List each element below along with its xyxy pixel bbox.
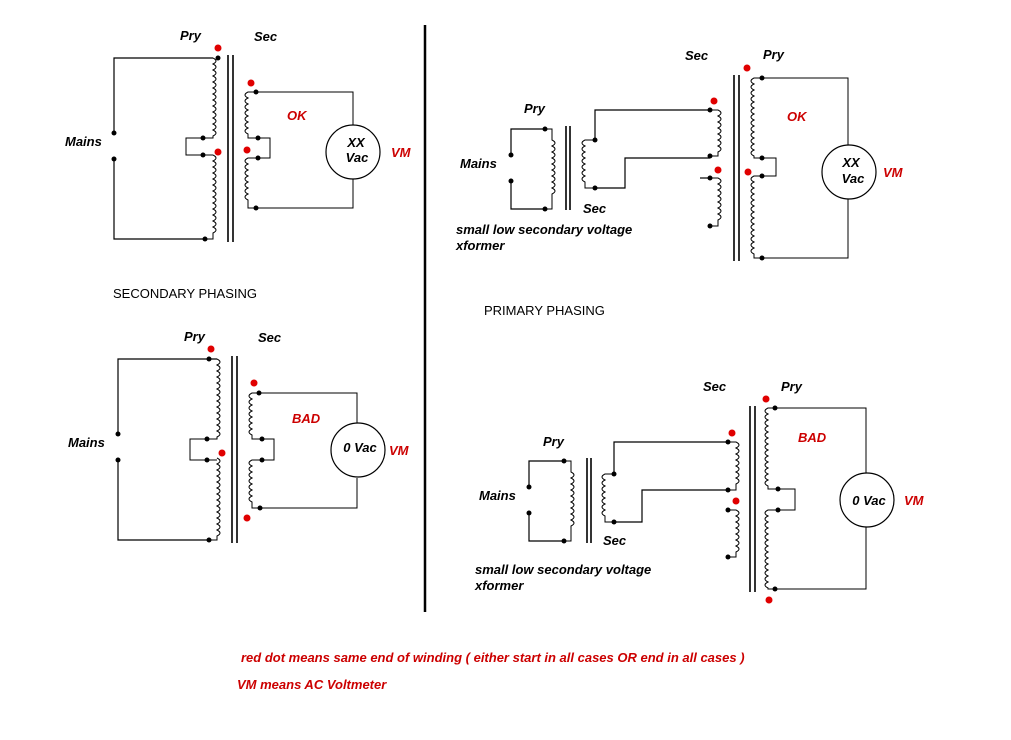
big-transformer-secondary	[728, 441, 740, 558]
pry-label: Pry	[781, 379, 803, 394]
primary-ok-circuit: Pry Sec Sec Pry Mains OK VM small low se…	[455, 47, 904, 261]
small-pry-label: Pry	[524, 101, 546, 116]
sec-label: Sec	[258, 330, 282, 345]
polarity-dot	[728, 429, 736, 437]
small-sec-label: Sec	[603, 533, 627, 548]
meter-reading-line1: XX	[841, 155, 861, 170]
primary-winding	[189, 358, 221, 541]
polarity-dot	[714, 166, 722, 174]
note-line2: xformer	[474, 578, 524, 593]
meter-reading: 0 Vac	[343, 440, 377, 455]
status-label: BAD	[798, 430, 827, 445]
polarity-dot	[247, 79, 255, 87]
polarity-dot	[744, 168, 752, 176]
small-sec-label: Sec	[583, 201, 607, 216]
vm-label: VM	[883, 165, 904, 180]
pry-label: Pry	[184, 329, 206, 344]
polarity-dot	[765, 596, 773, 604]
meter-reading-line2: Vac	[346, 150, 369, 165]
sec-label: Sec	[254, 29, 278, 44]
voltmeter	[330, 422, 386, 478]
mains-label: Mains	[68, 435, 105, 450]
secondary-ok-circuit: Pry Sec Mains OK VM X	[65, 28, 412, 242]
polarity-dot	[250, 379, 258, 387]
small-transformer-secondary	[601, 473, 614, 523]
meter-reading: 0 Vac	[852, 493, 886, 508]
pry-label: Pry	[763, 47, 785, 62]
mains-label: Mains	[65, 134, 102, 149]
small-transformer-primary	[564, 460, 575, 542]
mains-label: Mains	[460, 156, 497, 171]
vm-label: VM	[389, 443, 410, 458]
polarity-dot	[243, 146, 251, 154]
sec-label: Sec	[703, 379, 727, 394]
secondary-winding	[244, 91, 354, 209]
primary-phasing-heading: PRIMARY PHASING	[484, 303, 605, 318]
polarity-dot	[207, 345, 215, 353]
polarity-dot	[710, 97, 718, 105]
status-label: OK	[287, 108, 308, 123]
small-transformer-secondary	[581, 139, 595, 189]
secondary-winding	[248, 392, 358, 509]
primary-bad-circuit: Pry Sec Sec Pry Mains BAD VM small low s…	[474, 379, 925, 604]
polarity-dot	[762, 395, 770, 403]
polarity-dot	[243, 514, 251, 522]
vm-label: VM	[391, 145, 412, 160]
note-line1: small low secondary voltage	[456, 222, 632, 237]
note-line2: xformer	[455, 238, 505, 253]
footer-note-vm: VM means AC Voltmeter	[237, 677, 387, 692]
status-label: BAD	[292, 411, 321, 426]
footer-note-red-dot: red dot means same end of winding ( eith…	[241, 650, 745, 665]
small-pry-label: Pry	[543, 434, 565, 449]
polarity-dot	[214, 148, 222, 156]
meter-reading-line1: XX	[346, 135, 366, 150]
small-transformer-primary	[545, 128, 556, 210]
polarity-dot	[732, 497, 740, 505]
meter-reading-line2: Vac	[842, 171, 865, 186]
status-label: OK	[787, 109, 808, 124]
big-transformer-primary	[764, 407, 867, 590]
polarity-dot	[214, 44, 222, 52]
voltmeter	[839, 472, 895, 528]
vm-label: VM	[904, 493, 925, 508]
pry-label: Pry	[180, 28, 202, 43]
primary-winding	[185, 57, 217, 240]
big-transformer-primary	[750, 77, 849, 259]
voltmeter	[821, 144, 877, 200]
secondary-bad-circuit: Pry Sec Mains BAD VM 0 Vac	[68, 329, 410, 543]
sec-label: Sec	[685, 48, 709, 63]
secondary-phasing-heading: SECONDARY PHASING	[113, 286, 257, 301]
mains-label: Mains	[479, 488, 516, 503]
polarity-dot	[218, 449, 226, 457]
voltmeter	[325, 124, 381, 180]
note-line1: small low secondary voltage	[475, 562, 651, 577]
polarity-dot	[743, 64, 751, 72]
